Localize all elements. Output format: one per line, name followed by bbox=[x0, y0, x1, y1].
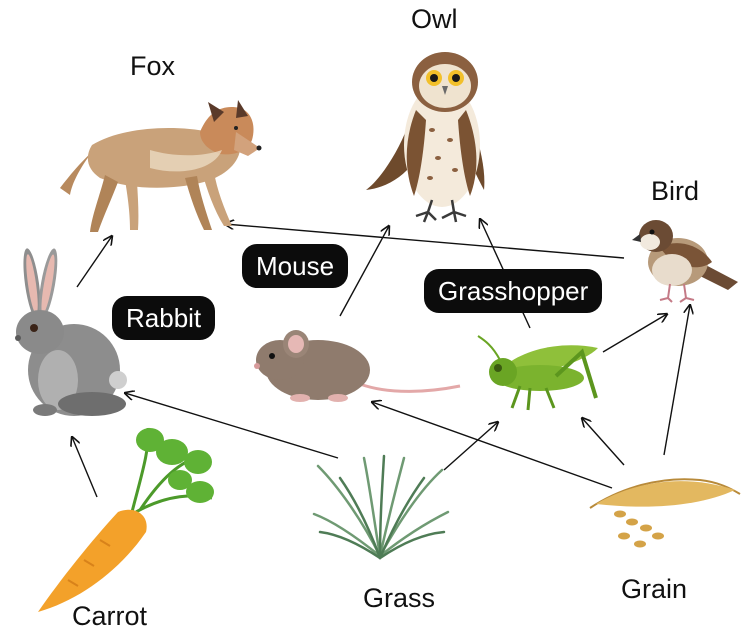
grass-illustration bbox=[314, 456, 448, 558]
owl-illustration bbox=[366, 52, 484, 222]
carrot-illustration bbox=[38, 428, 214, 612]
grasshopper-illustration bbox=[478, 336, 598, 410]
arrow-grain-to-grasshopper bbox=[582, 418, 624, 465]
arrow-carrot-to-rabbit bbox=[72, 437, 97, 497]
label-grain: Grain bbox=[621, 574, 687, 605]
fox-illustration bbox=[60, 100, 262, 232]
bird-illustration bbox=[632, 220, 738, 302]
label-bird: Bird bbox=[651, 176, 699, 207]
arrow-grasshopper-to-bird bbox=[603, 314, 667, 352]
label-grass: Grass bbox=[363, 583, 435, 614]
label-grasshopper: Grasshopper bbox=[424, 269, 602, 313]
mouse-illustration bbox=[254, 330, 460, 402]
label-mouse: Mouse bbox=[242, 244, 348, 288]
arrow-rabbit-to-fox bbox=[77, 236, 112, 287]
arrow-grain-to-mouse bbox=[372, 402, 612, 488]
grain-illustration bbox=[590, 479, 740, 547]
label-fox: Fox bbox=[130, 51, 175, 82]
label-rabbit: Rabbit bbox=[112, 296, 215, 340]
rabbit-illustration bbox=[15, 247, 127, 416]
arrow-grain-to-bird bbox=[664, 305, 690, 455]
label-carrot: Carrot bbox=[72, 601, 147, 632]
label-owl: Owl bbox=[411, 4, 458, 35]
arrow-grass-to-grasshopper bbox=[444, 422, 498, 470]
